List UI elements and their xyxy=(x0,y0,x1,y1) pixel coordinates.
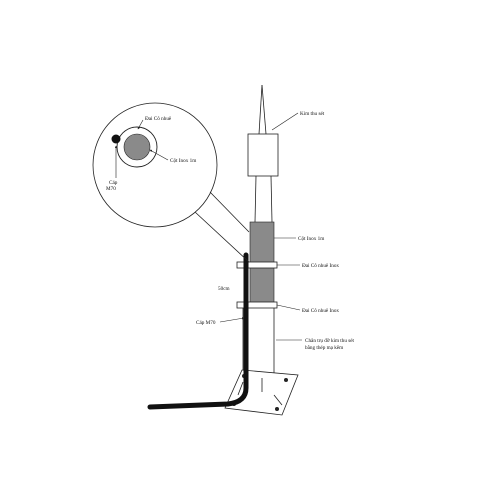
lower-clamp-label: Đai Cô nhuê Inox xyxy=(302,308,339,314)
detail-cable-label-line1: Cáp xyxy=(109,180,118,186)
detail-clamp-label: Đai Cô nhuê xyxy=(145,116,172,122)
inox-pole-label: Cột Inox 1m xyxy=(298,236,324,242)
detail-inox-pole xyxy=(123,133,151,161)
lightning-rod-label: Kim thu sét xyxy=(300,111,325,117)
base-plate xyxy=(224,369,299,416)
detail-cable-label-line2: M70 xyxy=(106,186,116,192)
base-label-line2: bằng thép mạ kẽm xyxy=(305,344,343,351)
upper-clamp xyxy=(236,261,278,269)
lower-clamp xyxy=(236,301,278,309)
lightning-rod-tip xyxy=(258,84,267,135)
cable-label: Cáp M70 xyxy=(196,320,216,326)
detail-pole-label: Cột Inox 1m xyxy=(170,158,196,164)
base-label-line1: Chân trụ đỡ kim thu sét xyxy=(305,338,355,344)
detail-cable xyxy=(111,134,121,144)
cable-m70 xyxy=(147,252,249,410)
spacing-label: 50cm xyxy=(218,286,230,292)
upper-pole xyxy=(254,175,273,223)
detail-callout xyxy=(92,102,250,263)
rod-connector xyxy=(247,133,279,177)
upper-clamp-label: Đai Cô nhuê Inox xyxy=(302,263,339,269)
